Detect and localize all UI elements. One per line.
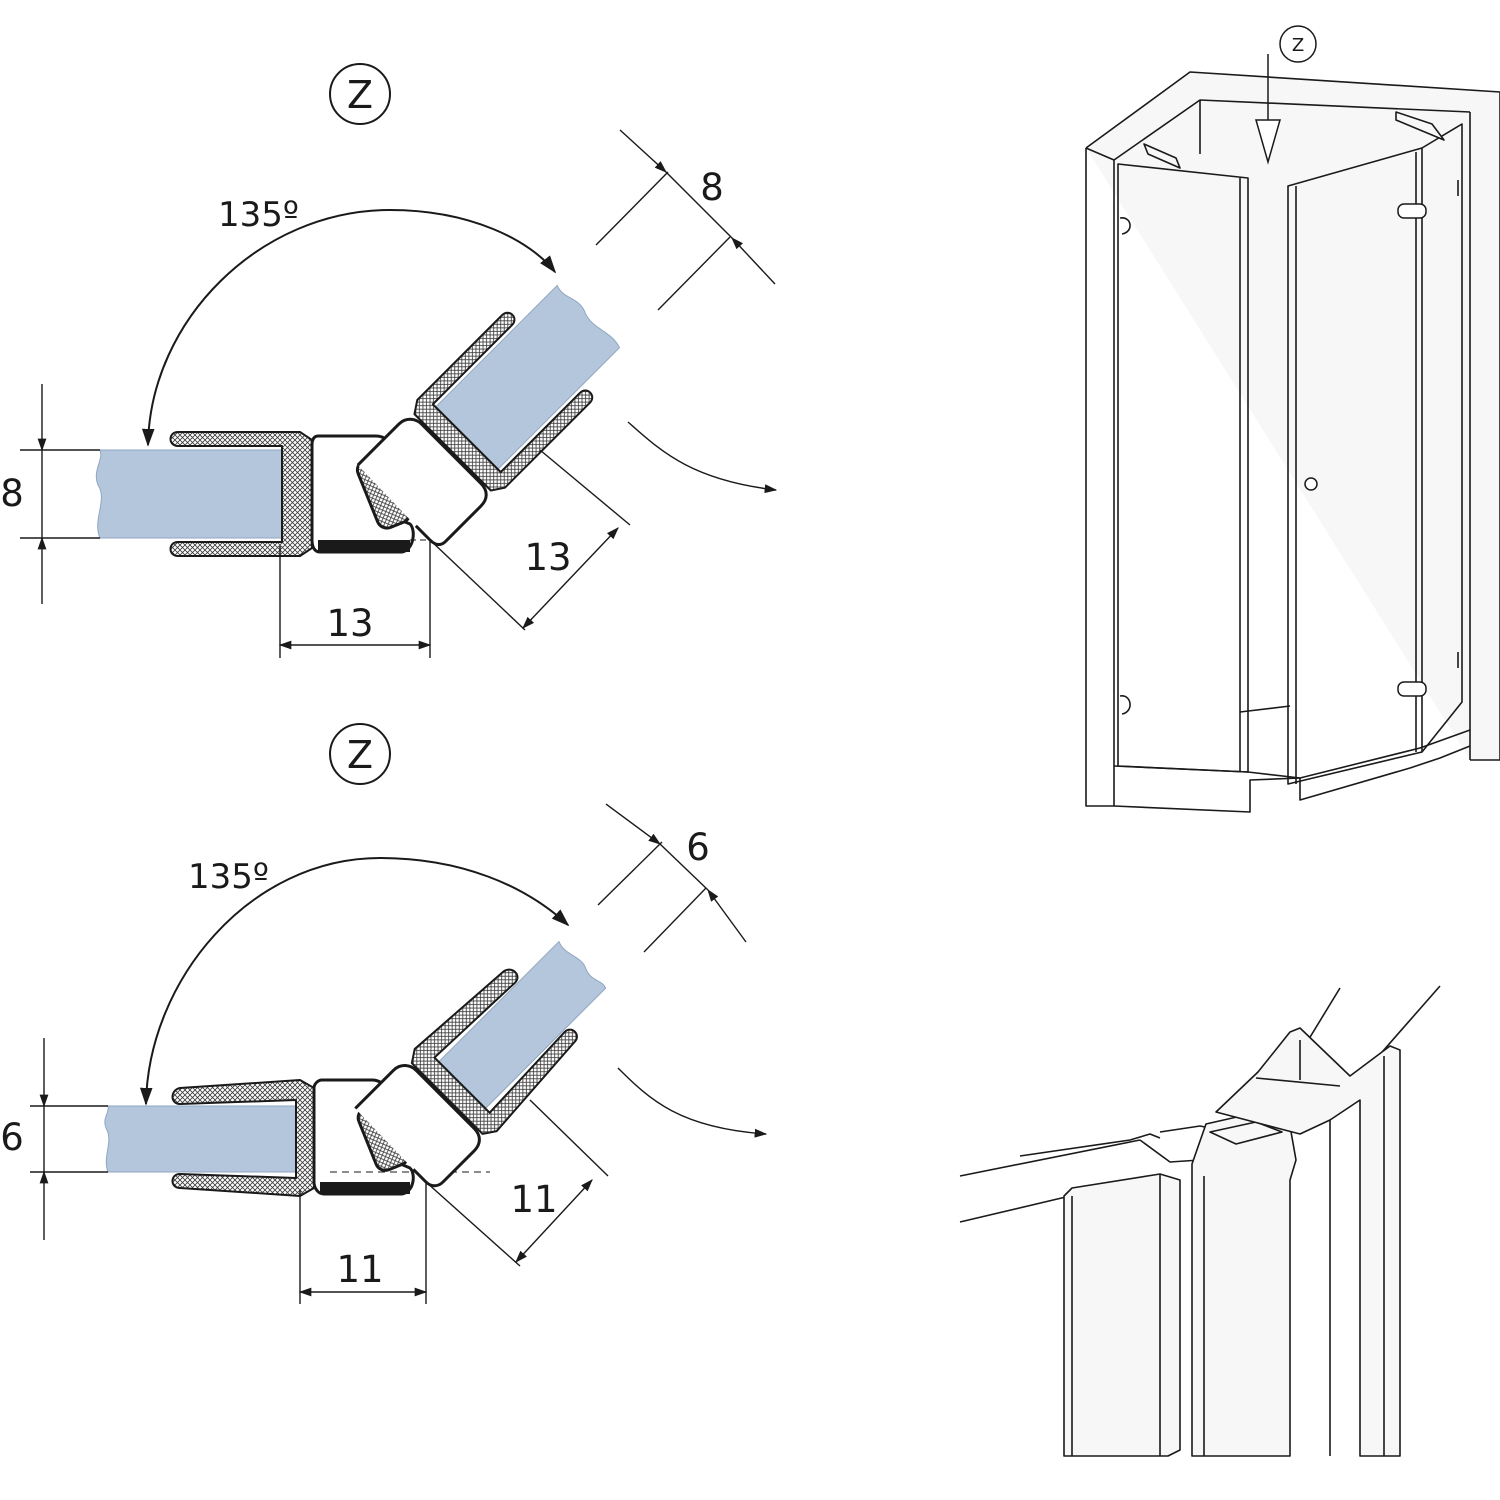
- detail-6mm: Z 135º 6 11 11: [0, 723, 768, 1304]
- gasket-left: [169, 431, 313, 557]
- detail-marker-z: Z: [329, 63, 391, 125]
- gasket-right: [410, 968, 578, 1135]
- enclosure-glass-left: [1117, 163, 1249, 773]
- magnet-profile-right: [354, 1064, 481, 1188]
- dim-depth-right: 13: [524, 536, 571, 579]
- angle-arc: [139, 856, 570, 1106]
- clamp-icon: [1119, 695, 1131, 715]
- view-direction-arrow: [1255, 119, 1281, 165]
- angle-label: 135º: [218, 195, 299, 235]
- swing-arrow: [617, 1067, 768, 1138]
- glass-pane-right: [428, 940, 607, 1120]
- profile-isometric: [959, 985, 1441, 1457]
- hinge-icon: [1397, 681, 1427, 697]
- enclosure-wall-top: [1085, 71, 1500, 761]
- support-bar-left: [1143, 143, 1181, 169]
- view-marker-label: Z: [1292, 35, 1304, 56]
- detail-right-rotated: [354, 940, 607, 1188]
- swing-arrow: [627, 421, 778, 494]
- dim-depth-left: 13: [326, 602, 373, 645]
- dim-glass-right: 8: [700, 166, 724, 209]
- detail-right-rotated: [356, 284, 621, 547]
- dim-depth-right: 11: [510, 1178, 557, 1221]
- support-bar-right: [1395, 111, 1445, 141]
- magnet-strip: [320, 1182, 410, 1194]
- angle-arc: [141, 208, 557, 447]
- magnet-strip: [318, 540, 410, 552]
- detail-8mm: Z 135º 8 13: [0, 63, 778, 658]
- dim-depth-left: 11: [336, 1248, 383, 1291]
- magnet-profile-right: [356, 417, 488, 547]
- dim-glass-left: 8: [0, 472, 24, 515]
- glass-pane-left: [104, 1105, 301, 1173]
- glass-pane-left: [95, 449, 286, 539]
- profile-center: [1191, 1113, 1297, 1457]
- door-handle: [1304, 477, 1318, 491]
- hinge-icon: [1397, 203, 1427, 219]
- dim-glass-right: 6: [686, 826, 710, 869]
- clamp-icon: [1119, 217, 1131, 235]
- gasket-left: [171, 1079, 315, 1197]
- gasket-right: [413, 311, 594, 492]
- profile-left: [1063, 1173, 1181, 1457]
- detail-marker-z: Z: [329, 723, 391, 785]
- enclosure-view: Z: [1085, 25, 1500, 813]
- dim-glass-left: 6: [0, 1116, 24, 1159]
- detail-marker-label: Z: [347, 733, 373, 777]
- glass-pane-right: [423, 284, 621, 482]
- detail-marker-label: Z: [347, 73, 373, 117]
- angle-label: 135º: [188, 857, 269, 897]
